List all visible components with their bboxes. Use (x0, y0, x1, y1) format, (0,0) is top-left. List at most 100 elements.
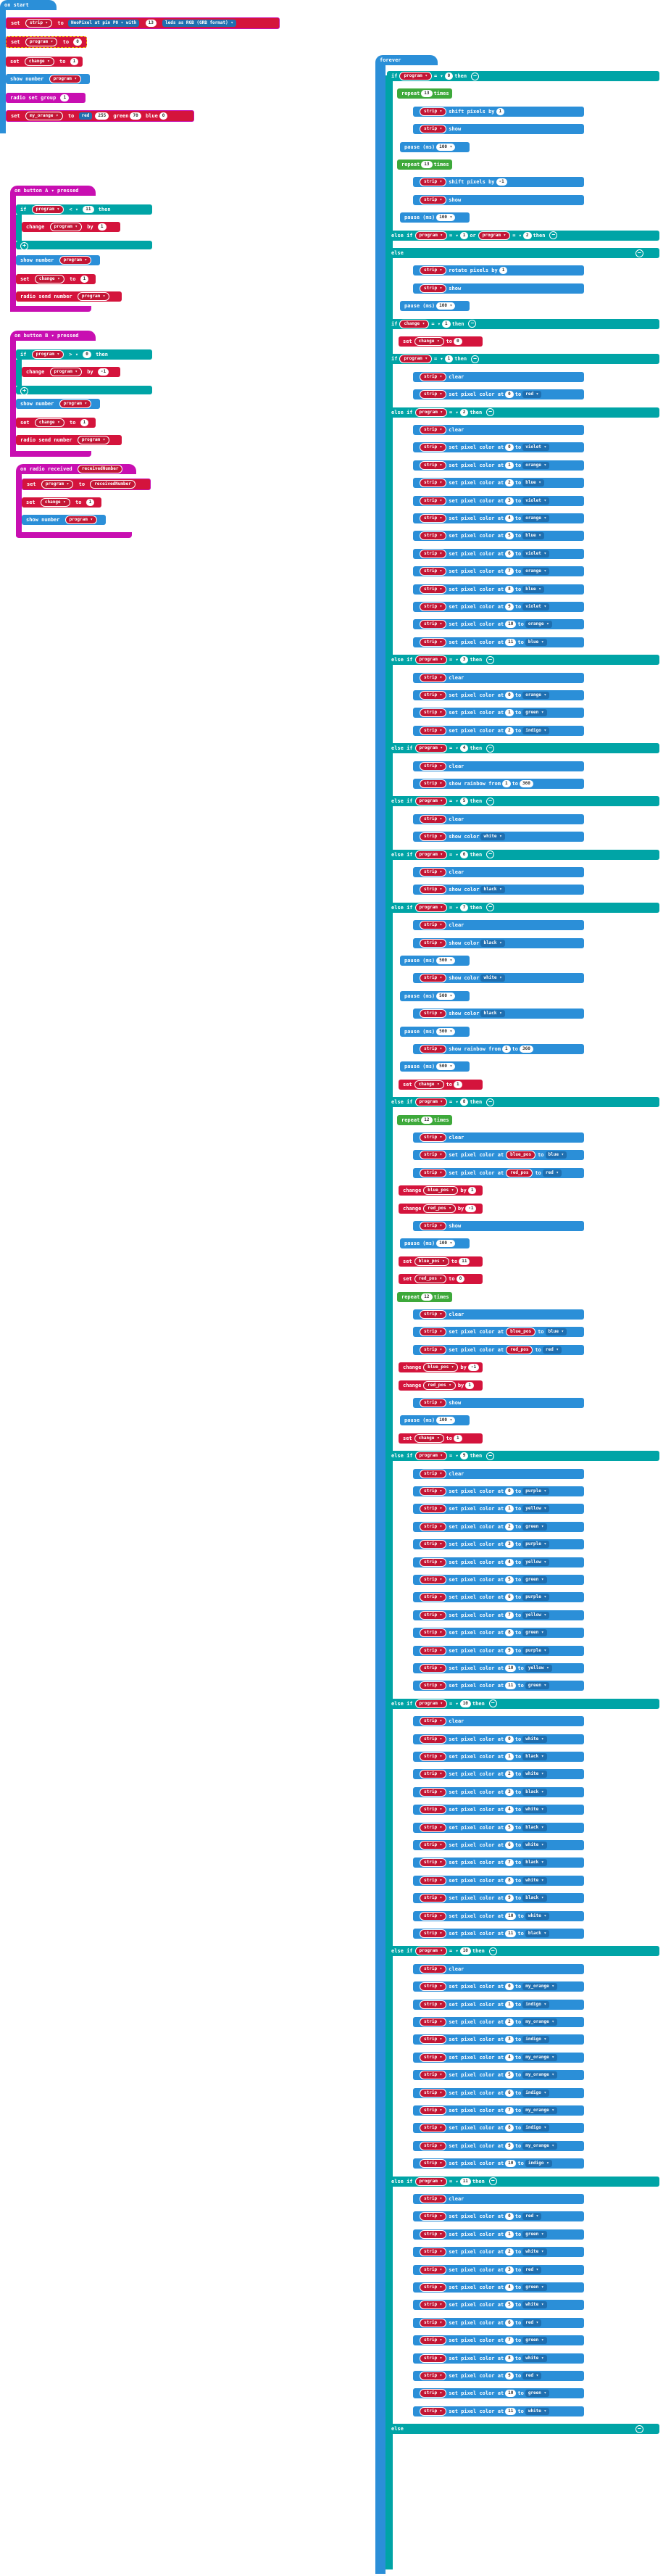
strip-var[interactable]: strip ▾ (420, 1646, 447, 1655)
color-dropdown[interactable]: violet ▾ (522, 603, 550, 610)
strip-var[interactable]: strip ▾ (420, 266, 447, 276)
value[interactable]: 10 (459, 1699, 471, 1707)
strip-block[interactable]: strip ▾clear (413, 371, 584, 382)
remove-branch-icon[interactable]: − (486, 797, 495, 805)
color-dropdown[interactable]: black ▾ (522, 1753, 547, 1760)
strip-var[interactable]: strip ▾ (420, 2353, 447, 2363)
remove-branch-icon[interactable]: − (486, 655, 495, 664)
index[interactable]: 1 (505, 709, 514, 717)
index[interactable]: 7 (505, 1611, 514, 1619)
button-b-hat[interactable]: on button B ▾ pressed (10, 331, 96, 341)
color-dropdown[interactable]: blue ▾ (522, 532, 544, 540)
button-b-radio-send[interactable]: radio send number program ▾ (16, 435, 122, 445)
remove-branch-icon[interactable]: − (486, 408, 495, 417)
index[interactable]: 9 (505, 1647, 514, 1654)
remove-branch-icon[interactable]: − (486, 903, 495, 912)
index[interactable]: 2 (505, 2248, 514, 2256)
variable[interactable]: program ▾ (478, 231, 511, 240)
value[interactable]: -1 (467, 1364, 480, 1372)
variable[interactable]: blue_pos ▾ (423, 1186, 459, 1196)
index[interactable]: 3 (505, 1541, 514, 1549)
forever-hat[interactable]: forever (375, 55, 438, 65)
index[interactable]: 7 (505, 2107, 514, 2114)
index[interactable]: 2 (505, 479, 514, 487)
color-dropdown[interactable]: blue ▾ (522, 585, 544, 593)
value[interactable]: 1 (454, 1080, 462, 1088)
remove-branch-icon[interactable]: − (486, 850, 495, 859)
color-dropdown[interactable]: indigo ▾ (522, 2000, 550, 2008)
pause-block[interactable]: pause (ms)500 ▾ (400, 1026, 470, 1037)
value[interactable]: 5 (459, 798, 469, 805)
operator[interactable]: = ▾ (512, 232, 522, 239)
strip-var[interactable]: strip ▾ (420, 2000, 447, 2009)
color-dropdown[interactable]: white ▾ (480, 974, 505, 982)
variable[interactable]: red_pos ▾ (414, 1275, 447, 1284)
color-dropdown[interactable]: green ▾ (522, 2337, 547, 2345)
strip-var[interactable]: strip ▾ (25, 19, 53, 28)
color-dropdown[interactable]: blue ▾ (545, 1151, 567, 1159)
else-block[interactable]: else− (387, 2424, 659, 2435)
value[interactable]: 0 (456, 1275, 465, 1283)
remove-branch-icon[interactable]: − (635, 249, 643, 257)
color-dropdown[interactable]: indigo ▾ (522, 2124, 550, 2132)
strip-var[interactable]: strip ▾ (420, 602, 447, 611)
variable[interactable]: program ▾ (414, 407, 448, 417)
color-dropdown[interactable]: 360 (520, 1045, 533, 1053)
index[interactable]: 2 (505, 1523, 514, 1531)
variable[interactable]: program ▾ (414, 850, 448, 859)
button-a-show-number[interactable]: show number program ▾ (16, 255, 100, 265)
strip-var[interactable]: strip ▾ (420, 974, 447, 983)
index[interactable]: 9 (505, 1894, 514, 1902)
index[interactable]: 0 (505, 391, 514, 399)
color-dropdown[interactable]: indigo ▾ (522, 2089, 550, 2097)
strip-var[interactable]: strip ▾ (420, 1328, 447, 1337)
button-a-hat[interactable]: on button A ▾ pressed (10, 186, 96, 196)
color-dropdown[interactable]: orange ▾ (522, 461, 550, 469)
index[interactable]: 2 (505, 1771, 514, 1778)
variable[interactable]: program ▾ (414, 903, 448, 912)
variable[interactable]: blue_pos ▾ (423, 1363, 459, 1372)
index[interactable]: 8 (505, 1876, 514, 1884)
strip-var[interactable]: strip ▾ (420, 1734, 447, 1744)
color-dropdown[interactable]: green ▾ (522, 709, 547, 717)
strip-var[interactable]: strip ▾ (420, 2124, 447, 2133)
strip-var[interactable]: strip ▾ (420, 584, 447, 594)
index[interactable]: 11 (505, 1930, 517, 1937)
strip-var[interactable]: strip ▾ (420, 1009, 447, 1019)
index[interactable]: red_pos (506, 1345, 533, 1354)
pause-block[interactable]: pause (ms)100 ▾ (400, 301, 470, 312)
strip-var[interactable]: strip ▾ (420, 1487, 447, 1496)
strip-var[interactable]: strip ▾ (420, 107, 447, 116)
color-dropdown[interactable]: violet ▾ (522, 497, 550, 505)
strip-var[interactable]: strip ▾ (420, 1610, 447, 1620)
pause-block[interactable]: pause (ms)100 ▾ (400, 1238, 470, 1249)
radio-received-hat[interactable]: on radio received receivedNumber (16, 464, 136, 474)
operator[interactable]: = ▾ (449, 798, 459, 805)
strip-var[interactable]: strip ▾ (420, 921, 447, 930)
button-a-change[interactable]: change program ▾ by 1 (22, 222, 120, 232)
color-dropdown[interactable]: red ▾ (542, 1169, 562, 1177)
